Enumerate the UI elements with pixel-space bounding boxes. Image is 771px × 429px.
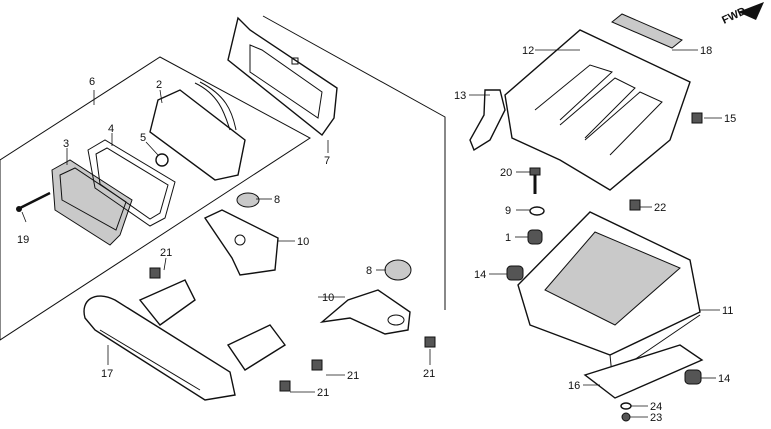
callout-22: 22 <box>654 202 666 214</box>
box-part-11 <box>517 211 701 376</box>
callout-11: 11 <box>722 305 733 317</box>
callout-7: 7 <box>324 155 330 167</box>
bolt-part-21d <box>424 336 436 348</box>
callout-10a: 10 <box>297 236 309 248</box>
clamp-part-13 <box>469 89 506 152</box>
callout-9: 9 <box>505 205 511 217</box>
callout-6: 6 <box>89 76 95 88</box>
callout-14b: 14 <box>718 373 730 385</box>
nut-part-23 <box>621 412 631 422</box>
callout-4: 4 <box>108 123 114 135</box>
group-7-frame <box>262 15 446 310</box>
callout-19: 19 <box>17 234 29 246</box>
callout-14a: 14 <box>474 269 486 281</box>
callout-21b: 21 <box>347 370 359 382</box>
bolt-part-15 <box>691 112 703 124</box>
callout-24: 24 <box>650 401 662 413</box>
callout-13: 13 <box>454 90 466 102</box>
bolt-part-21b <box>311 359 323 371</box>
grommet-part-14a <box>506 265 524 281</box>
cap-part-8b <box>384 259 412 281</box>
callout-3: 3 <box>63 138 69 150</box>
grommet-part-1 <box>527 229 543 245</box>
bolt-part-21c <box>279 380 291 392</box>
callout-18: 18 <box>700 45 712 57</box>
callout-15: 15 <box>724 113 736 125</box>
callout-17: 17 <box>101 368 113 380</box>
leader-lines <box>21 49 722 418</box>
callout-2: 2 <box>156 79 162 91</box>
bolt-part-22 <box>629 199 641 211</box>
callout-10b: 10 <box>322 292 334 304</box>
callout-20: 20 <box>500 167 512 179</box>
group-6-frame <box>0 56 311 341</box>
washer-part-9 <box>529 206 545 216</box>
callout-8b: 8 <box>366 265 372 277</box>
cap-part-8a <box>236 192 260 208</box>
callout-8a: 8 <box>274 194 280 206</box>
callout-21d: 21 <box>423 368 435 380</box>
lens-part-3 <box>51 159 133 246</box>
screw-part-19 <box>16 191 51 212</box>
callout-1: 1 <box>505 232 511 244</box>
fwd-label: FWD <box>720 5 748 26</box>
strip-part-18 <box>611 13 683 49</box>
grab-rail-part-17 <box>83 279 287 401</box>
license-bracket-part-7 <box>227 16 338 137</box>
callout-21a: 21 <box>160 247 172 259</box>
callout-12: 12 <box>522 45 534 57</box>
bulb-part-5 <box>155 153 169 167</box>
washer-part-24 <box>620 402 632 410</box>
bolt-part-21a <box>149 267 161 279</box>
plate-part-16 <box>583 344 704 399</box>
grommet-part-14b <box>684 369 702 385</box>
gasket-part-4 <box>87 139 176 227</box>
cover-part-12 <box>504 29 691 191</box>
callout-23: 23 <box>650 412 662 424</box>
callout-16: 16 <box>568 380 580 392</box>
housing-part-2 <box>149 81 246 181</box>
bolt-part-20 <box>529 167 541 194</box>
callout-21c: 21 <box>317 387 329 399</box>
callout-5: 5 <box>140 132 146 144</box>
fwd-arrow-icon <box>738 2 764 20</box>
plate-part-10b <box>319 289 411 335</box>
plate-part-10a <box>203 209 279 276</box>
